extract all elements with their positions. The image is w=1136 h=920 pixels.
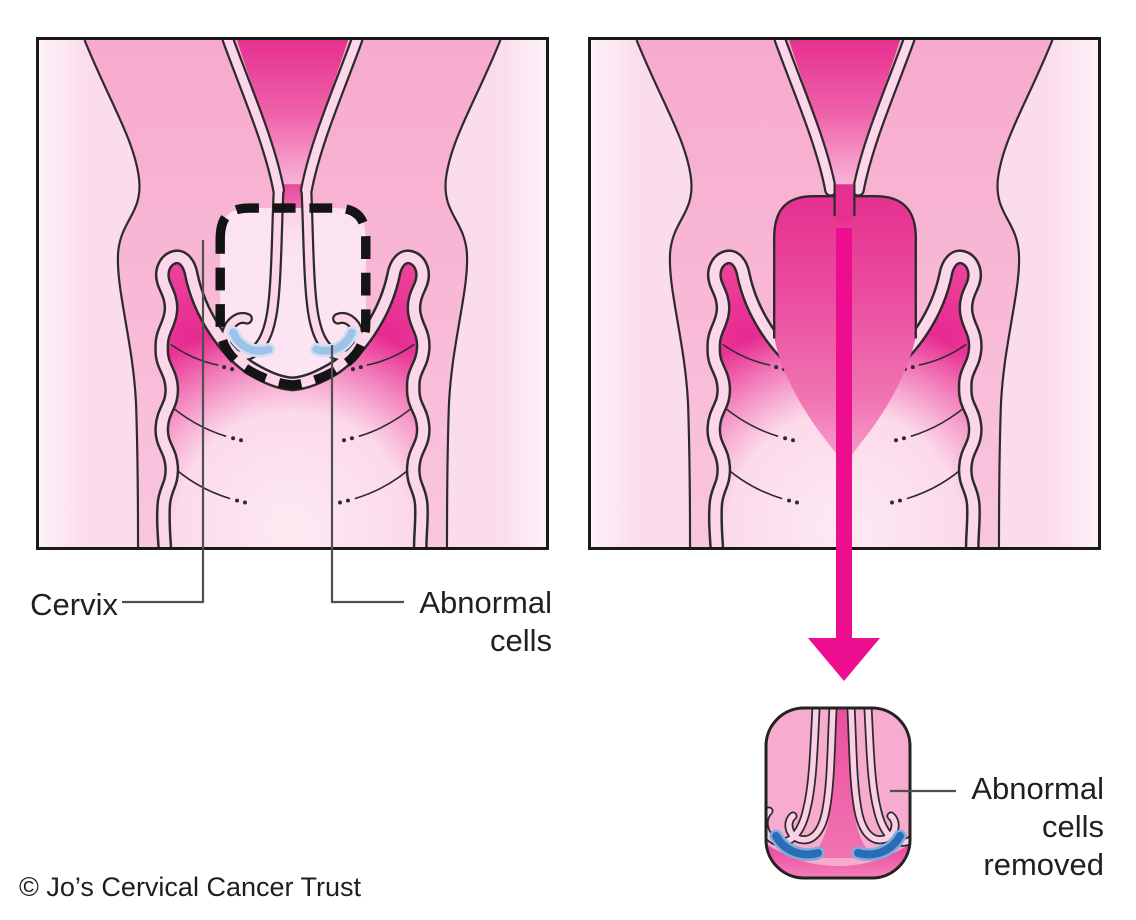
after-illustration — [591, 40, 1098, 547]
abnormal-cells-removed-line3: removed — [983, 847, 1104, 882]
tissue-canal-fills — [766, 708, 910, 846]
tissue-lumen — [810, 708, 874, 858]
body-outline-left — [635, 40, 693, 547]
abnormal-cells-removed-left — [769, 829, 825, 861]
panel-after — [588, 37, 1101, 550]
abnormal-cells-label-line2: cells — [489, 623, 552, 658]
abnormal-cells-removed-label: Abnormal cells removed — [900, 770, 1104, 884]
abnormal-cells-removed-right — [851, 829, 907, 861]
abnormal-cells-removed-line1: Abnormal — [971, 771, 1104, 806]
abnormal-cells-label-line1: Abnormal — [419, 585, 552, 620]
uterine-cavity — [237, 40, 348, 187]
abnormal-cells-label: Abnormal cells — [382, 584, 552, 660]
canal-opening-notch — [834, 184, 855, 224]
body-outline-right — [996, 40, 1054, 547]
tissue-outline — [764, 706, 912, 880]
tissue-base-pool — [766, 844, 910, 878]
cervix-label: Cervix — [30, 587, 118, 622]
panel-before — [36, 37, 549, 550]
copyright-credit: © Jo’s Cervical Cancer Trust — [19, 872, 361, 902]
dashed-excision-outline — [215, 203, 371, 390]
abnormal-cells-removed-line2: cells — [1041, 809, 1104, 844]
excised-tissue-illustration — [764, 706, 912, 880]
abnormal-cells-left — [226, 326, 276, 358]
body-outline-right — [444, 40, 502, 547]
uterine-cavity — [789, 40, 900, 187]
canal-opening-lines — [833, 184, 856, 216]
before-illustration — [39, 40, 546, 547]
